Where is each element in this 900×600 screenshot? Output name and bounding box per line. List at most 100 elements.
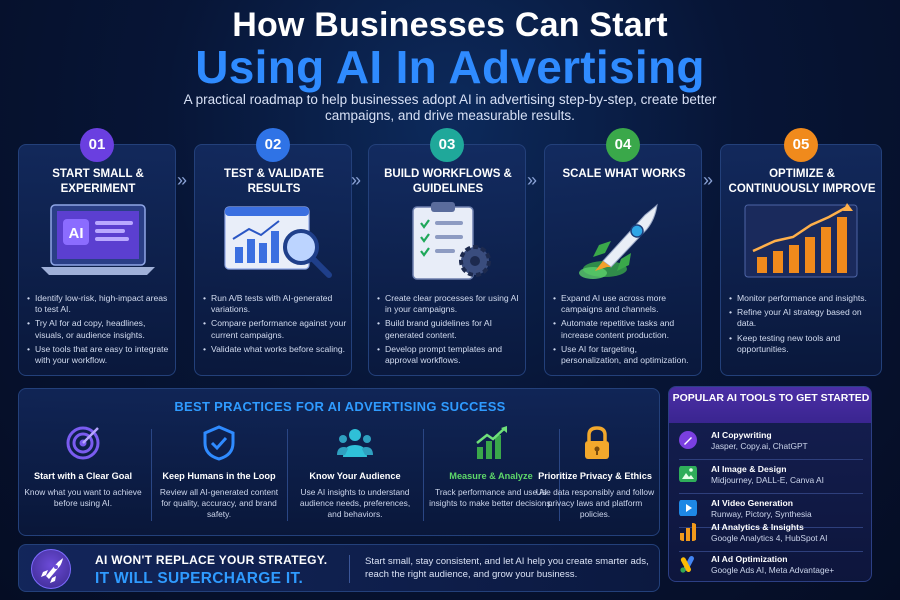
list-item: Use tools that are easy to integrate wit… [27,344,173,366]
growth-chart-icon [744,203,858,278]
practice-item-audience: Know Your Audience Use AI insights to un… [291,425,419,529]
divider [151,429,152,521]
step-number-5: 05 [784,128,818,162]
divider [559,429,560,521]
list-item: Build brand guidelines for AI generated … [377,318,523,340]
tool-vendors: Google Analytics 4, HubSpot AI [711,533,828,543]
practice-desc: Use data responsibly and follow privacy … [535,487,655,519]
divider [679,459,863,460]
list-item: Expand AI use across more campaigns and … [553,293,699,315]
practice-item-goal: Start with a Clear Goal Know what you wa… [19,425,147,529]
step-number-4: 04 [606,128,640,162]
tool-name: AI Analytics & Insights [711,522,804,532]
step-title: TEST & VALIDATE RESULTS [224,168,324,195]
laptop-ai-icon: AI [41,204,155,275]
banner-line-2: IT WILL SUPERCHARGE IT. [95,570,304,587]
analytics-icon [680,523,696,541]
step-list: Expand AI use across more campaigns and … [553,293,699,369]
chevron-right-icon: » [702,170,713,190]
tool-item-image: AI Image & Design Midjourney, DALL-E, Ca… [679,463,867,493]
list-item: Keep testing new tools and opportunities… [729,333,879,355]
list-item: Compare performance against your current… [203,318,349,340]
step-card-3: BUILD WORKFLOWS & GUIDELINES Create clea… [368,144,526,376]
practice-item-measure: Measure & Analyze Track performance and … [427,425,555,529]
best-practices-title: BEST PRACTICES FOR AI ADVERTISING SUCCES… [174,399,506,414]
list-item: Use AI for targeting, personalization, a… [553,344,699,366]
step-list: Run A/B tests with AI-generated variatio… [203,293,349,358]
banner-text: Start small, stay consistent, and let AI… [365,556,649,580]
audience-icon [337,429,373,457]
practice-heading: Keep Humans in the Loop [162,471,276,481]
clipboard-gear-icon [412,202,491,280]
step-list: Identify low-risk, high-impact areas to … [27,293,173,369]
practice-desc: Use AI insights to understand audience n… [299,487,411,519]
chevron-right-icon: » [526,170,537,190]
divider [679,551,863,552]
step-number-3: 03 [430,128,464,162]
main-title-highlight: Using AI In Advertising [195,41,705,93]
list-item: Validate what works before scaling. [203,344,349,355]
tool-vendors: Midjourney, DALL-E, Canva AI [711,475,824,485]
tool-name: AI Image & Design [711,464,787,474]
practice-heading: Measure & Analyze [449,471,533,481]
step-number-1: 01 [80,128,114,162]
play-icon [679,500,697,516]
rocket-icon [579,203,658,279]
main-title: How Businesses Can Start [232,6,668,44]
analytics-magnifier-icon [224,206,332,278]
shield-check-icon [203,425,235,461]
step-list: Create clear processes for using AI in y… [377,293,523,369]
tool-name: AI Ad Optimization [711,554,788,564]
padlock-icon [585,426,609,459]
practice-item-humans: Keep Humans in the Loop Review all AI-ge… [155,425,283,529]
step-title: BUILD WORKFLOWS & GUIDELINES [384,168,512,195]
tool-vendors: Google Ads AI, Meta Advantage+ [711,565,835,575]
subtitle: A practical roadmap to help businesses a… [183,92,717,123]
practice-desc: Track performance and use AI insights to… [429,487,553,508]
target-icon [66,426,100,460]
bottom-banner: AI WON'T REPLACE YOUR STRATEGY. IT WILL … [18,544,660,592]
best-practices-panel: BEST PRACTICES FOR AI ADVERTISING SUCCES… [18,388,660,536]
step-title: OPTIMIZE & CONTINUOUSLY IMPROVE [728,168,876,195]
step-card-4: SCALE WHAT WORKS Expand AI use across mo… [544,144,702,376]
rocket-icon [41,558,63,583]
divider [679,527,863,528]
bar-growth-icon [476,426,507,459]
list-item: Create clear processes for using AI in y… [377,293,523,315]
banner-line-1: AI WON'T REPLACE YOUR STRATEGY. [95,553,328,567]
divider [679,493,863,494]
practice-desc: Review all AI-generated content for qual… [159,487,279,519]
tool-item-copywriting: AI Copywriting Jasper, Copy.ai, ChatGPT [679,429,867,459]
tool-vendors: Runway, Pictory, Synthesia [711,509,812,519]
chevron-right-icon: » [176,170,187,190]
list-item: Identify low-risk, high-impact areas to … [27,293,173,315]
tools-title: POPULAR AI TOOLS TO GET STARTED [669,387,871,423]
divider [349,555,350,583]
divider [287,429,288,521]
tool-vendors: Jasper, Copy.ai, ChatGPT [711,441,808,451]
laptop-ai-label: AI [69,225,84,242]
practice-heading: Start with a Clear Goal [33,471,133,481]
pen-icon [679,431,697,449]
step-card-1: START SMALL & EXPERIMENT AI Identify low… [18,144,176,376]
divider [423,429,424,521]
practice-heading: Prioritize Privacy & Ethics [538,471,652,481]
rocket-badge [31,549,71,589]
google-ads-icon [680,555,694,573]
list-item: Monitor performance and insights. [729,293,879,304]
chevron-right-icon: » [350,170,361,190]
list-item: Automate repetitive tasks and increase c… [553,318,699,340]
tool-name: AI Copywriting [711,430,772,440]
list-item: Refine your AI strategy based on data. [729,307,879,329]
roadmap-steps: START SMALL & EXPERIMENT AI Identify low… [18,128,882,378]
step-title: SCALE WHAT WORKS [562,168,686,180]
tool-item-video: AI Video Generation Runway, Pictory, Syn… [679,497,867,527]
step-number-2: 02 [256,128,290,162]
list-item: Run A/B tests with AI-generated variatio… [203,293,349,315]
popular-tools-panel: POPULAR AI TOOLS TO GET STARTED AI Copyw… [668,386,872,582]
step-card-2: TEST & VALIDATE RESULTS Run A/B tests wi… [194,144,352,376]
tool-item-ad-optimization: AI Ad Optimization Google Ads AI, Meta A… [679,553,867,581]
practice-item-privacy: Prioritize Privacy & Ethics Use data res… [531,425,663,529]
step-title: START SMALL & EXPERIMENT [52,168,144,195]
step-card-5: OPTIMIZE & CONTINUOUSLY IMPROVE Monitor … [720,144,882,376]
